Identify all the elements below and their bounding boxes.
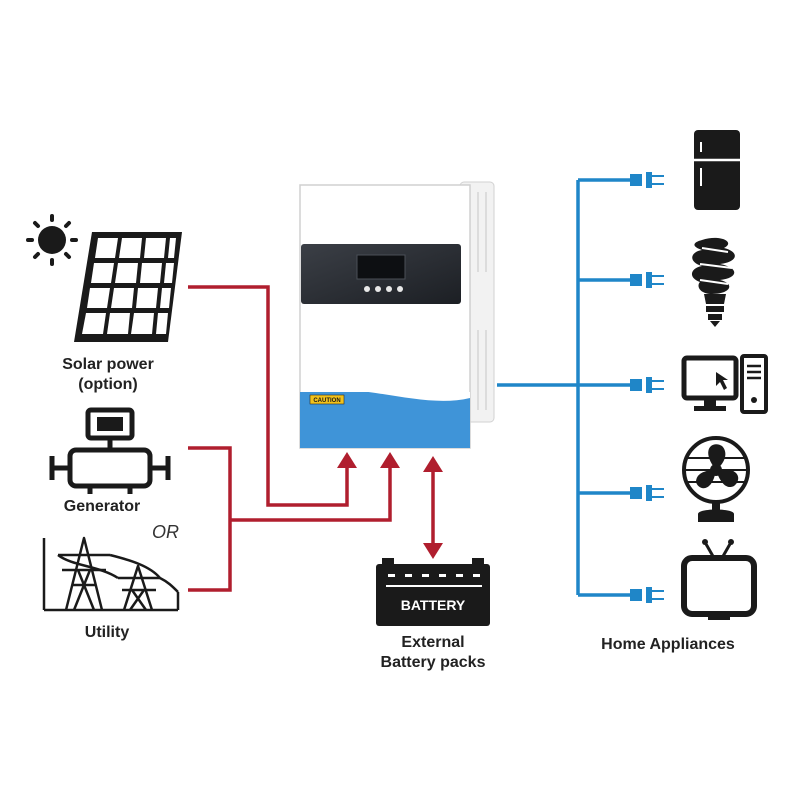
input-wiring: [188, 285, 392, 592]
solar-panel-icon: [74, 232, 182, 342]
grid-wire: [230, 460, 392, 522]
utility-tower-icon: [42, 536, 180, 612]
lcd-screen: [356, 254, 406, 280]
refrigerator-icon: [694, 130, 740, 210]
computer-icon: [681, 354, 768, 414]
generator-label: Generator: [63, 498, 141, 515]
generator-icon: [49, 407, 171, 494]
caution-text: CAUTION: [313, 398, 340, 404]
battery-text: BATTERY: [401, 597, 466, 613]
solar-option-label: (option): [78, 376, 138, 393]
battery-icon: BATTERY: [376, 558, 490, 626]
plug-icon: [630, 485, 664, 501]
solar-input-arrowhead: [337, 452, 357, 468]
solar-power-label: Solar power: [62, 356, 154, 373]
solar-wire: [188, 285, 349, 507]
plug-icon: [630, 172, 664, 188]
caution-label: [309, 394, 345, 405]
grid-input-arrowhead: [380, 452, 400, 468]
plug-icon: [630, 587, 664, 603]
hybrid-inverter: CAUTION: [299, 181, 495, 449]
fan-icon: [682, 436, 750, 522]
battery-packs-label: Battery packs: [380, 654, 486, 671]
tv-icon: [681, 539, 757, 620]
output-wiring: [497, 178, 640, 597]
utility-label: Utility: [84, 624, 130, 641]
home-appliances-label: Home Appliances: [601, 636, 735, 653]
control-buttons: [364, 286, 403, 292]
battery-link-arrowhead-up: [423, 456, 443, 472]
plug-icon: [630, 272, 664, 288]
external-label: External: [401, 634, 465, 651]
appliance-plugs: [630, 172, 664, 603]
battery-link-arrowhead-down: [423, 543, 443, 559]
inverter-lower-band: [300, 392, 470, 448]
battery-link: [423, 456, 443, 559]
input-arrowheads: [337, 452, 400, 468]
or-label: OR: [152, 522, 179, 542]
generator-wire: [188, 446, 232, 592]
sun-icon: [26, 214, 78, 266]
plug-icon: [630, 377, 664, 393]
light-bulb-icon: [691, 237, 735, 327]
